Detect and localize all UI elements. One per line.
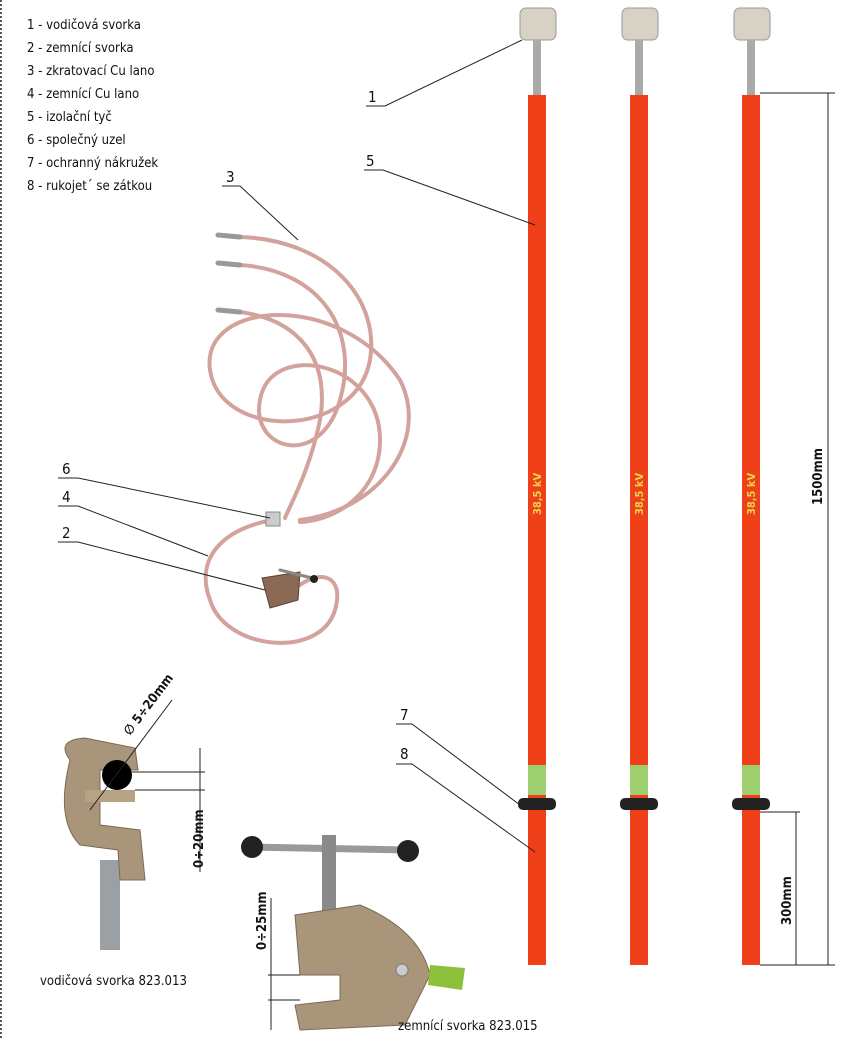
cable-assembly bbox=[203, 232, 411, 645]
conductor-clamp: ∅ 5÷20mm 0÷20mm vodičová svorka 823.013 bbox=[40, 671, 207, 989]
pole-rating-label: 38,5 kV bbox=[531, 473, 544, 515]
handle-length-label: 300mm bbox=[780, 876, 795, 925]
legend: 1 - vodičová svorka 2 - zemnící svorka 3… bbox=[27, 18, 158, 194]
pole-rating-label: 38,5 kV bbox=[745, 473, 758, 515]
page-border bbox=[0, 0, 2, 1038]
legend-item: 7 - ochranný nákružek bbox=[27, 156, 158, 171]
legend-item: 1 - vodičová svorka bbox=[27, 18, 141, 33]
legend-item: 5 - izolační tyč bbox=[27, 110, 112, 125]
handle-length-dimension: 300mm bbox=[760, 811, 800, 965]
insulating-poles: 38,5 kV 38,5 kV 38,5 kV bbox=[518, 7, 771, 965]
pole-length-label: 1500mm bbox=[811, 448, 826, 505]
legend-item: 2 - zemnící svorka bbox=[27, 41, 134, 56]
pole: 38,5 kV bbox=[620, 7, 659, 965]
earth-opening-label: 0÷25mm bbox=[255, 891, 270, 950]
pole-length-dimension: 1500mm bbox=[760, 92, 835, 966]
legend-item: 3 - zkratovací Cu lano bbox=[27, 64, 154, 79]
legend-item: 6 - společný uzel bbox=[27, 133, 126, 148]
earth-clamp: 0÷25mm zemnící svorka 823.015 bbox=[241, 835, 538, 1034]
callout-5: 5 bbox=[366, 152, 375, 170]
callout-2: 2 bbox=[62, 524, 71, 542]
callout-8: 8 bbox=[400, 745, 409, 763]
legend-item: 8 - rukojet´ se zátkou bbox=[27, 179, 152, 194]
pole: 38,5 kV bbox=[518, 7, 557, 965]
callout-3: 3 bbox=[226, 168, 235, 186]
pole: 38,5 kV bbox=[732, 7, 771, 965]
callout-7: 7 bbox=[400, 706, 409, 724]
pole-rating-label: 38,5 kV bbox=[633, 473, 646, 515]
callouts: 1 5 3 6 4 2 7 8 bbox=[58, 39, 536, 853]
legend-item: 4 - zemnící Cu lano bbox=[27, 87, 139, 102]
conductor-clamp-caption: vodičová svorka 823.013 bbox=[40, 974, 187, 989]
callout-4: 4 bbox=[62, 488, 71, 506]
callout-1: 1 bbox=[368, 88, 377, 106]
callout-6: 6 bbox=[62, 460, 71, 478]
earth-clamp-caption: zemnící svorka 823.015 bbox=[398, 1019, 538, 1034]
conductor-opening-label: 0÷20mm bbox=[192, 809, 207, 868]
